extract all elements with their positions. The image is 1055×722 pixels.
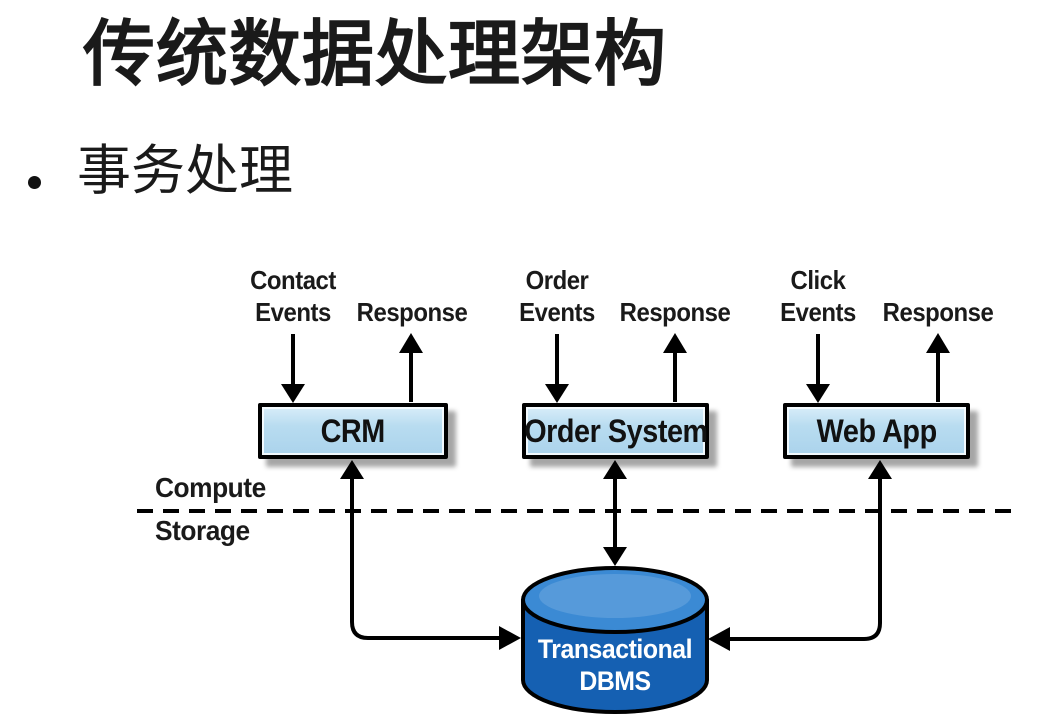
webapp-dbms-connector <box>708 460 892 651</box>
click-events-label-line1: Click <box>790 265 846 295</box>
click-events-label: Click Events <box>780 264 856 328</box>
dbms-label-line2: DBMS <box>579 666 651 696</box>
web-app-box-label: Web App <box>816 412 937 449</box>
bullet-text: 事务处理 <box>77 141 293 201</box>
contact-events-label: Contact Events <box>250 264 336 328</box>
crm-dbms-connector <box>340 460 521 650</box>
order-dbms-connector <box>603 460 627 566</box>
order-events-arrow <box>545 334 569 403</box>
order-events-label-line1: Order <box>525 265 589 295</box>
order-events-label: Order Events <box>519 264 595 328</box>
contact-events-arrow <box>281 334 305 403</box>
order-system-box: Order System <box>522 403 709 459</box>
contact-events-label-line2: Events <box>255 297 331 327</box>
crm-response-arrow <box>399 333 423 402</box>
crm-response-label: Response <box>356 297 468 327</box>
click-events-arrow <box>806 334 830 403</box>
contact-events-label-line1: Contact <box>250 265 336 295</box>
bullet-icon <box>28 176 41 189</box>
crm-box: CRM <box>258 403 448 459</box>
click-events-label-line2: Events <box>780 297 856 327</box>
storage-label: Storage <box>155 515 250 546</box>
dbms-label-line1: Transactional <box>537 634 693 664</box>
database-cylinder-icon <box>521 566 709 714</box>
crm-box-label: CRM <box>320 412 386 449</box>
order-response-label: Response <box>619 297 731 327</box>
order-system-box-label: Order System <box>523 412 708 449</box>
order-response-arrow <box>663 333 687 402</box>
page-title: 传统数据处理架构 <box>83 15 668 95</box>
web-app-box: Web App <box>783 403 970 459</box>
webapp-response-label: Response <box>882 297 994 327</box>
compute-label: Compute <box>155 472 266 503</box>
order-events-label-line2: Events <box>519 297 595 327</box>
webapp-response-arrow <box>926 333 950 402</box>
